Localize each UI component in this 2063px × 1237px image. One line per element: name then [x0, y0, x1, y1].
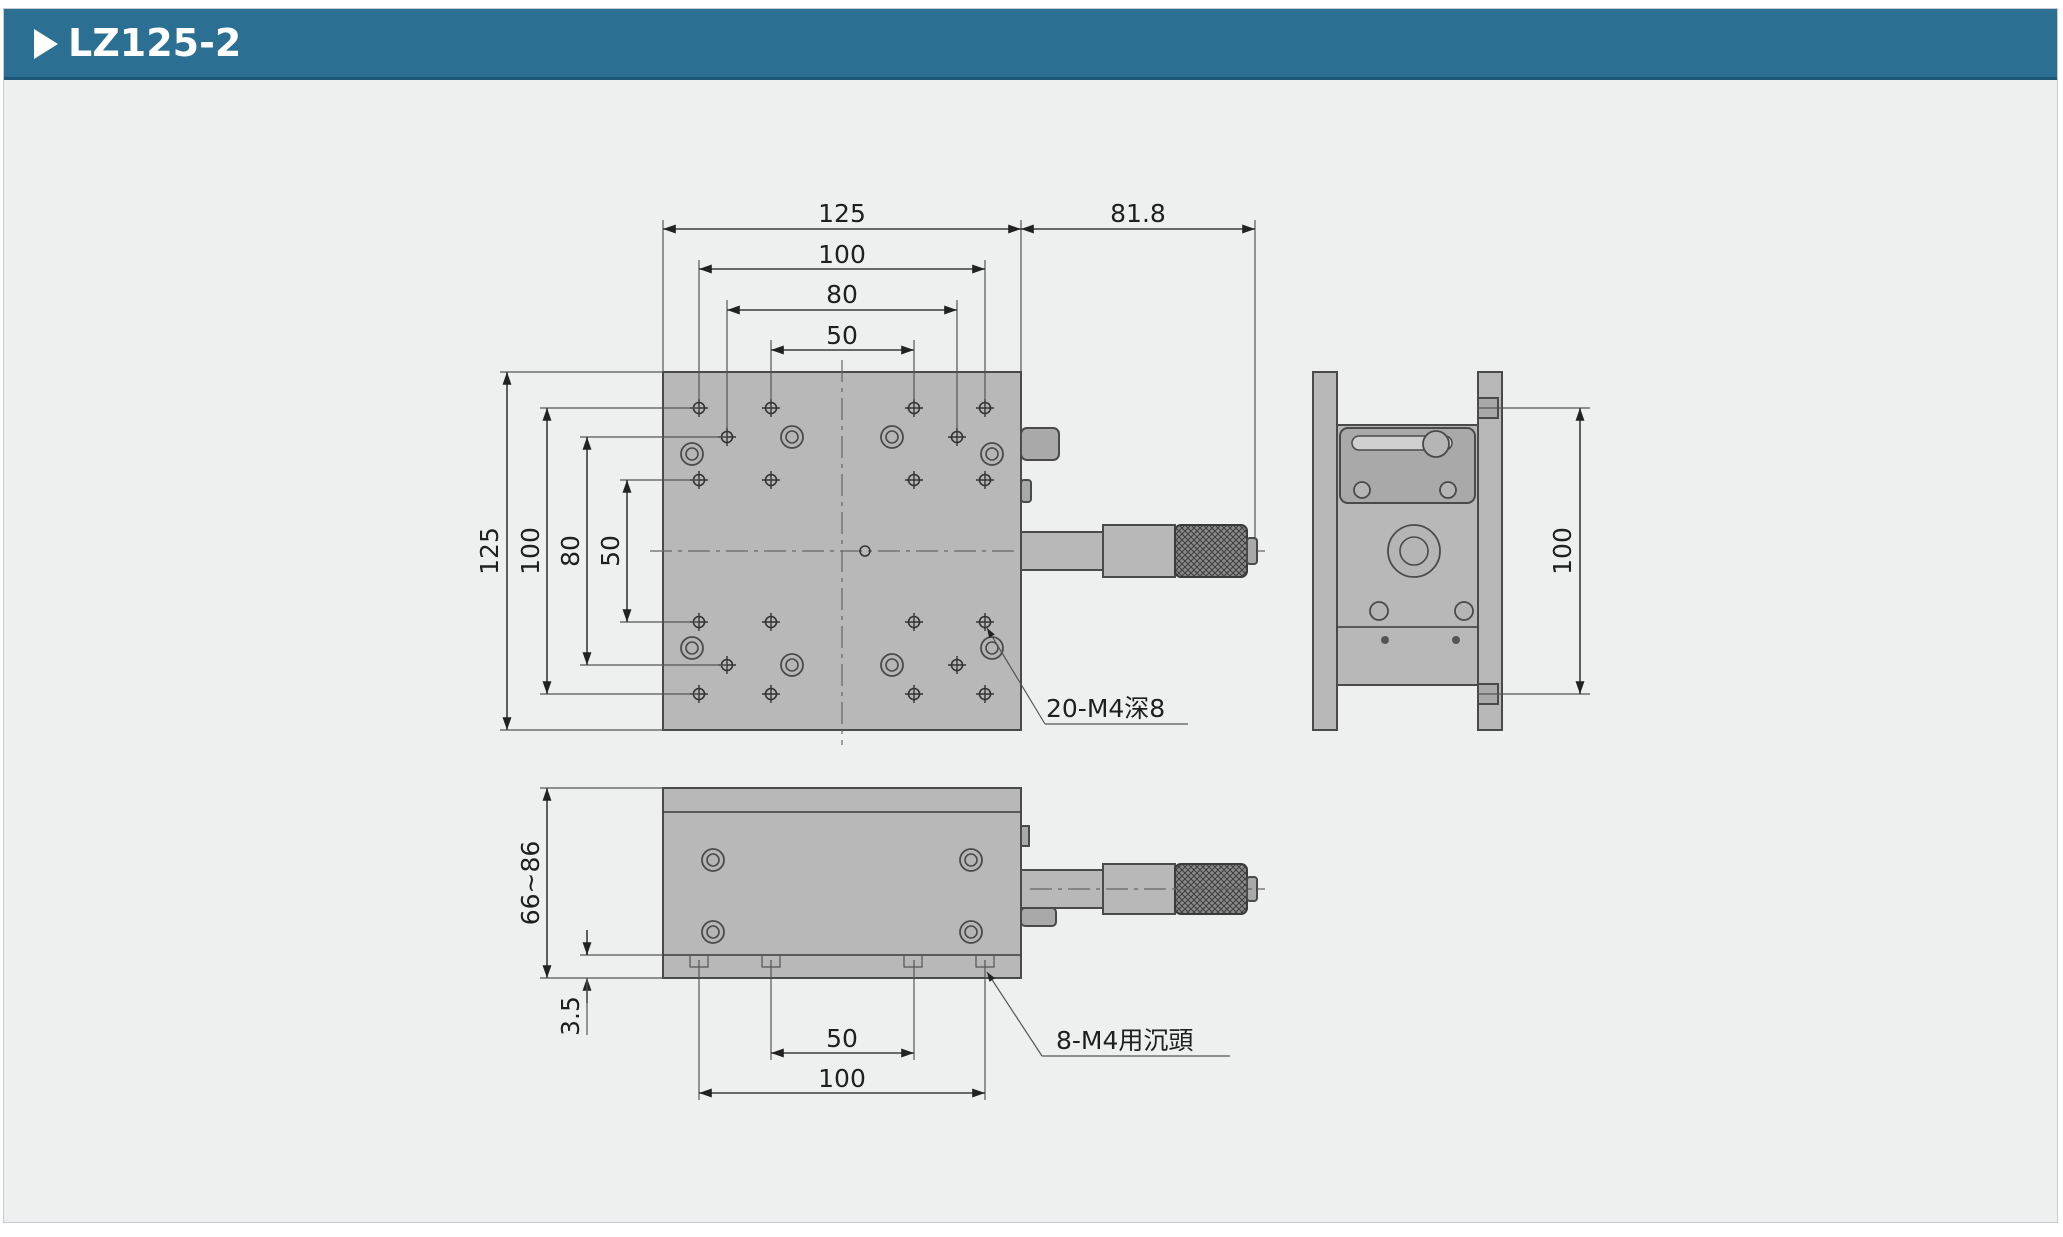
dim-base-3-5: 3.5	[556, 996, 585, 1036]
dim-side-100: 100	[1548, 527, 1577, 575]
play-arrow-icon	[34, 29, 58, 59]
dim-hole-y-80: 80	[556, 535, 585, 567]
drawing-panel: LZ125-2	[3, 8, 2058, 1223]
dim-hole-x-50: 50	[826, 321, 858, 350]
dim-hole-x-80: 80	[826, 280, 858, 309]
front-view: 66~86 3.5 50 100 8-M4用沉頭	[516, 787, 1265, 1100]
title-bar: LZ125-2	[4, 9, 2057, 80]
product-title: LZ125-2	[68, 21, 242, 65]
side-view: 100	[1312, 371, 1590, 731]
dim-height-range: 66~86	[516, 841, 545, 926]
dim-hole-y-100: 100	[516, 527, 545, 575]
dim-hole-y-50: 50	[596, 535, 625, 567]
micrometer-head	[1020, 524, 1258, 578]
top-view: 125 81.8 100 80 50 125 100 80 50 20-M4深8	[475, 199, 1265, 745]
dim-counterbore-50: 50	[826, 1024, 858, 1053]
lock-knob	[1020, 427, 1060, 461]
dim-hole-x-100: 100	[818, 240, 866, 269]
dim-height-125: 125	[475, 527, 504, 575]
dim-width-125: 125	[818, 199, 866, 228]
label-tapped-holes: 20-M4深8	[1046, 694, 1165, 723]
label-counterbores: 8-M4用沉頭	[1056, 1026, 1193, 1055]
dim-overall-81-8: 81.8	[1110, 199, 1166, 228]
dim-counterbore-100: 100	[818, 1064, 866, 1093]
